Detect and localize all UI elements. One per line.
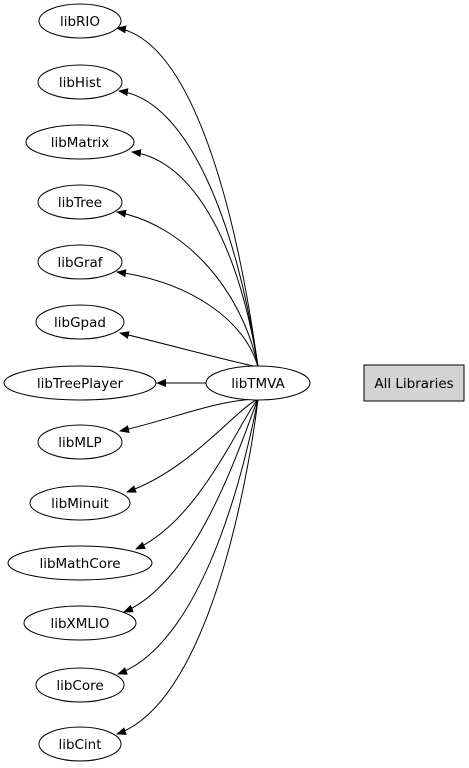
node-libgpad-shape: [35, 304, 125, 340]
node-libcore[interactable]: libCore: [35, 667, 125, 703]
dependency-edges: [116, 25, 259, 735]
node-libmatrix-label: libMatrix: [51, 135, 110, 151]
edge-libtmva-to-librio: [116, 25, 259, 368]
edge-libtmva-to-libhist: [118, 88, 259, 368]
edge-libtmva-to-libmathcore: [135, 398, 259, 550]
node-libmatrix[interactable]: libMatrix: [25, 124, 135, 160]
node-libhist[interactable]: libHist: [37, 64, 123, 100]
node-libgraf[interactable]: libGraf: [37, 244, 123, 280]
node-libhist-label: libHist: [59, 75, 101, 91]
node-libgpad[interactable]: libGpad: [35, 304, 125, 340]
node-libtreeplayer[interactable]: libTreePlayer: [3, 365, 157, 401]
edge-libtmva-to-libgpad: [119, 331, 259, 368]
node-libmlp-shape: [37, 424, 123, 460]
edge-libtmva-to-libmatrix: [131, 149, 259, 368]
node-libmlp-label: libMLP: [58, 435, 101, 451]
node-libxmlio-shape: [23, 605, 137, 641]
all-libraries-box: [363, 364, 465, 402]
node-libmatrix-shape: [25, 124, 135, 160]
node-libminuit[interactable]: libMinuit: [29, 485, 131, 521]
node-libminuit-label: libMinuit: [51, 496, 109, 512]
all-libraries-button[interactable]: All Libraries: [363, 364, 465, 402]
node-libmathcore-shape: [7, 545, 153, 581]
edge-libtmva-to-libcint: [116, 398, 259, 735]
node-libhist-shape: [37, 64, 123, 100]
edge-libtmva-to-libxmlio: [123, 398, 259, 613]
node-libtree-shape: [37, 184, 123, 220]
all-libraries-label: All Libraries: [374, 376, 453, 392]
node-librio-label: libRIO: [60, 14, 100, 30]
node-libtree[interactable]: libTree: [37, 184, 123, 220]
node-libminuit-shape: [29, 485, 131, 521]
node-libcore-shape: [35, 667, 125, 703]
node-libtmva-shape: [205, 365, 311, 401]
node-libgpad-label: libGpad: [54, 315, 106, 331]
node-librio-shape: [38, 3, 122, 39]
node-libxmlio-label: libXMLIO: [50, 616, 109, 632]
node-libxmlio[interactable]: libXMLIO: [23, 605, 137, 641]
edge-libtmva-to-libtree: [116, 209, 259, 368]
node-libmlp[interactable]: libMLP: [37, 424, 123, 460]
node-libgraf-shape: [37, 244, 123, 280]
node-libmathcore-label: libMathCore: [39, 556, 120, 572]
node-libtreeplayer-label: libTreePlayer: [37, 376, 124, 392]
dependency-nodes: libTMVA libRIO libHist libMatrix libTree…: [3, 3, 465, 762]
node-libcint[interactable]: libCint: [38, 726, 122, 762]
edge-libtmva-to-libmlp: [119, 398, 259, 433]
edge-libtmva-to-libcore: [117, 398, 259, 675]
node-libcore-label: libCore: [56, 678, 103, 694]
node-libtree-label: libTree: [58, 195, 102, 211]
node-libcint-shape: [38, 726, 122, 762]
node-librio[interactable]: libRIO: [38, 3, 122, 39]
node-libtreeplayer-shape: [3, 365, 157, 401]
node-libcint-label: libCint: [58, 737, 101, 753]
node-libtmva[interactable]: libTMVA: [205, 365, 311, 401]
node-libmathcore[interactable]: libMathCore: [7, 545, 153, 581]
node-libgraf-label: libGraf: [57, 255, 103, 271]
edge-libtmva-to-libminuit: [126, 398, 259, 493]
node-libtmva-label: libTMVA: [231, 376, 285, 392]
edge-libtmva-to-libgraf: [116, 269, 259, 368]
